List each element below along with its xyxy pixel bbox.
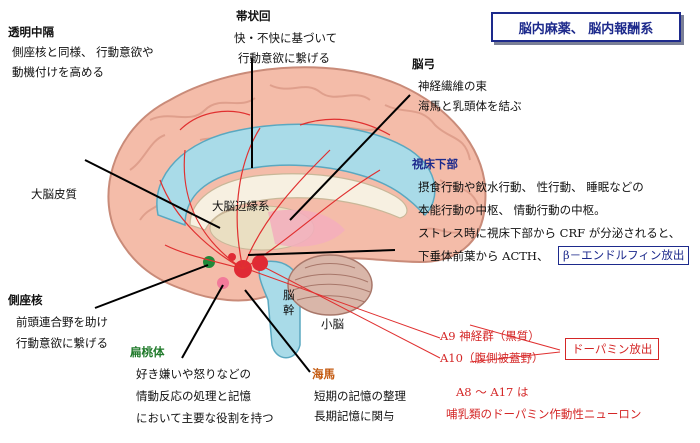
endorphin-box: β－エンドルフィン放出 [558,246,690,266]
hypothalamus-desc-4: 下垂体前葉から ACTH、 [418,249,549,263]
fornix-desc-2: 海馬と乳頭体を結ぶ [418,99,522,113]
a9-label: A9 神経群（黒質） [440,329,540,343]
septum-desc-2: 動機付けを高める [12,65,104,79]
nucleus-desc-1: 前頭連合野を助け [16,315,108,329]
fornix-title: 脳弓 [412,57,435,71]
septum-desc-1: 側座核と同様、 行動意欲や [12,45,154,59]
a8-note-2: 哺乳類のドーパミン作動性ニューロン [446,407,642,421]
cortex-label: 大脳皮質 [31,187,77,201]
amygdala-desc-1: 好き嫌いや怒りなどの [136,367,251,381]
brainstem-label: 脳 幹 [283,288,295,317]
a10-label: A10（腹側被蓋野） [440,351,544,365]
amygdala-desc-3: において主要な役割を持つ [136,411,274,425]
cingulate-desc-2: 行動意欲に繋げる [238,51,330,65]
hippocampus-desc-2: 長期記憶に関与 [314,409,395,423]
nucleus-title: 側座核 [8,293,43,307]
hypothalamus-title: 視床下部 [412,157,458,171]
hypothalamus-desc-1: 摂食行動や飲水行動、 性行動、 睡眠などの [418,180,644,194]
cingulate-desc-1: 快・不快に基づいて [234,31,338,45]
amygdala-dot [217,277,229,289]
page-title: 脳内麻薬、 脳内報酬系 [491,12,681,42]
limbic-label: 大脳辺縁系 [212,199,270,213]
septum-title: 透明中隔 [8,25,54,39]
cerebellum-shape [287,254,373,316]
cingulate-title: 帯状回 [236,9,271,23]
hippocampus-title: 海馬 [312,367,335,381]
a8-note-1: A8 ～ A17 は [456,385,529,399]
hypothalamus-desc-3: ストレス時に視床下部から CRF が分泌されると、 [418,226,681,240]
amygdala-desc-2: 情動反応の処理と記憶 [136,389,251,403]
fornix-desc-1: 神経繊維の束 [418,79,487,93]
leader-lines [84,58,411,373]
cerebellum-label: 小脳 [321,317,344,331]
amygdala-title: 扁桃体 [130,345,165,359]
cingulate-band [156,123,436,227]
nucleus-desc-2: 行動意欲に繋げる [16,336,108,350]
hippocampus-desc-1: 短期の記憶の整理 [314,389,406,403]
a-pathway-lines [249,265,561,363]
dopamine-release-box: ドーパミン放出 [565,338,660,360]
hypothalamus-desc-2: 本能行動の中枢、 情動行動の中枢。 [418,203,606,217]
dopamine-pathways [159,110,391,270]
